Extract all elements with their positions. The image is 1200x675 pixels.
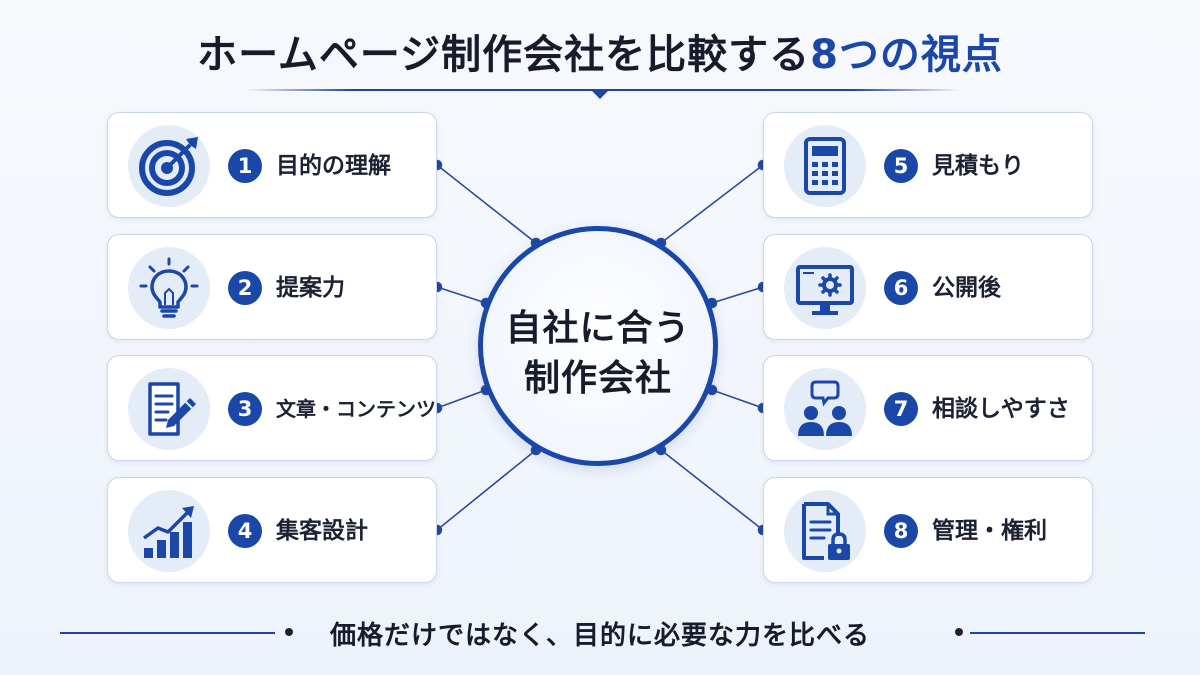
connector-8 <box>660 449 764 531</box>
card-estimate: 5 見積もり <box>763 112 1093 218</box>
item-number: 8 <box>884 514 918 548</box>
item-number: 2 <box>228 271 262 305</box>
item-number: 5 <box>884 149 918 183</box>
card-after-launch: 6 公開後 <box>763 234 1093 340</box>
connector-1 <box>436 164 537 244</box>
card-marketing-design: 4 集客設計 <box>107 477 437 583</box>
page-title: ホームページ制作会社を比較する8つの視点 <box>0 22 1200 80</box>
title-notch <box>590 89 610 99</box>
item-number: 1 <box>228 149 262 183</box>
hub-line-1: 自社に合う <box>505 308 691 349</box>
item-number: 7 <box>884 392 918 426</box>
connector-7 <box>711 389 764 409</box>
card-proposal: 2 提案力 <box>107 234 437 340</box>
hub-line-2: 制作会社 <box>523 358 672 399</box>
target-icon <box>128 125 210 207</box>
connector-4 <box>436 449 537 531</box>
consultation-icon <box>784 368 866 450</box>
item-label: 相談しやすさ <box>932 396 1070 422</box>
item-label: 目的の理解 <box>276 153 391 179</box>
footer-rule-right <box>970 632 1145 634</box>
item-number: 6 <box>884 271 918 305</box>
lightbulb-icon <box>128 247 210 329</box>
calculator-icon <box>784 125 866 207</box>
card-consultation: 7 相談しやすさ <box>763 355 1093 461</box>
central-hub: 自社に合う 制作会社 <box>478 226 718 466</box>
footer-dot-right <box>955 628 963 636</box>
card-management-rights: 8 管理・権利 <box>763 477 1093 583</box>
document-lock-icon <box>784 490 866 572</box>
footer-text: 価格だけではなく、目的に必要な力を比べる <box>329 621 870 651</box>
item-label: 見積もり <box>932 153 1024 179</box>
monitor-gear-icon <box>784 247 866 329</box>
footer-rule-left <box>60 632 275 634</box>
card-purpose-understanding: 1 目的の理解 <box>107 112 437 218</box>
footer-dot-left <box>285 628 293 636</box>
item-label: 提案力 <box>276 275 345 301</box>
item-label: 集客設計 <box>276 518 368 544</box>
document-pen-icon <box>128 368 210 450</box>
connector-5 <box>660 164 764 244</box>
card-content: 3 文章・コンテンツ <box>107 355 437 461</box>
item-label: 管理・権利 <box>932 518 1047 544</box>
connector-2 <box>436 286 487 304</box>
item-label: 文章・コンテンツ <box>276 397 436 421</box>
item-number: 3 <box>228 392 262 426</box>
title-main: ホームページ制作会社を比較する <box>197 32 811 78</box>
connector-3 <box>436 389 487 409</box>
connector-6 <box>711 286 764 304</box>
growth-chart-icon <box>128 490 210 572</box>
item-label: 公開後 <box>932 275 1001 301</box>
title-accent: 8つの視点 <box>810 32 1003 78</box>
item-number: 4 <box>228 514 262 548</box>
